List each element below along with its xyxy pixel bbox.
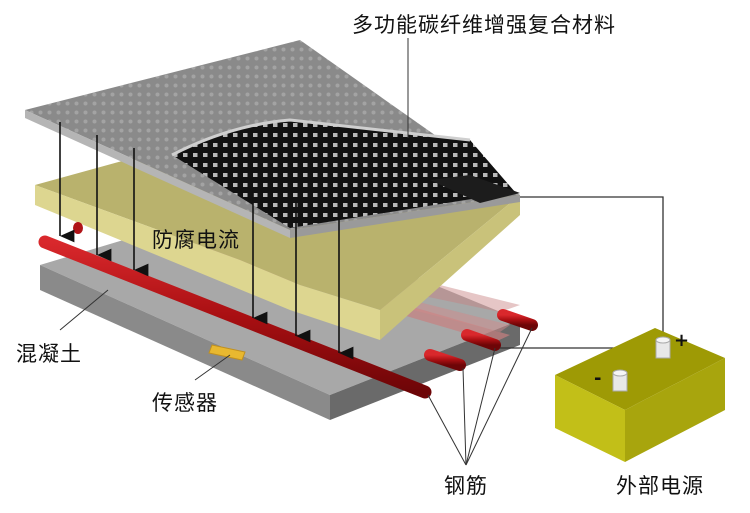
electrode-tab: [430, 175, 520, 203]
negative-terminal: [612, 369, 628, 392]
sensor: [208, 344, 246, 361]
rebar-stubs: [424, 309, 538, 371]
cfrp-material-label: 多功能碳纤维增强复合材料: [352, 13, 616, 37]
concrete-label: 混凝土: [16, 342, 82, 366]
positive-sign: +: [674, 330, 690, 351]
power-source: [555, 328, 725, 462]
sensor-label: 传感器: [152, 391, 218, 415]
cfrp-plate: [25, 40, 520, 238]
negative-sign: -: [594, 368, 602, 389]
rebar-front: [38, 222, 432, 399]
anticorrosion-current-label: 防腐电流: [152, 228, 240, 252]
power-source-label: 外部电源: [616, 474, 704, 498]
leader-lines: [59, 38, 533, 466]
positive-terminal: [655, 336, 671, 359]
rebar-label: 钢筋: [444, 474, 488, 498]
current-arrows: [59, 122, 354, 360]
